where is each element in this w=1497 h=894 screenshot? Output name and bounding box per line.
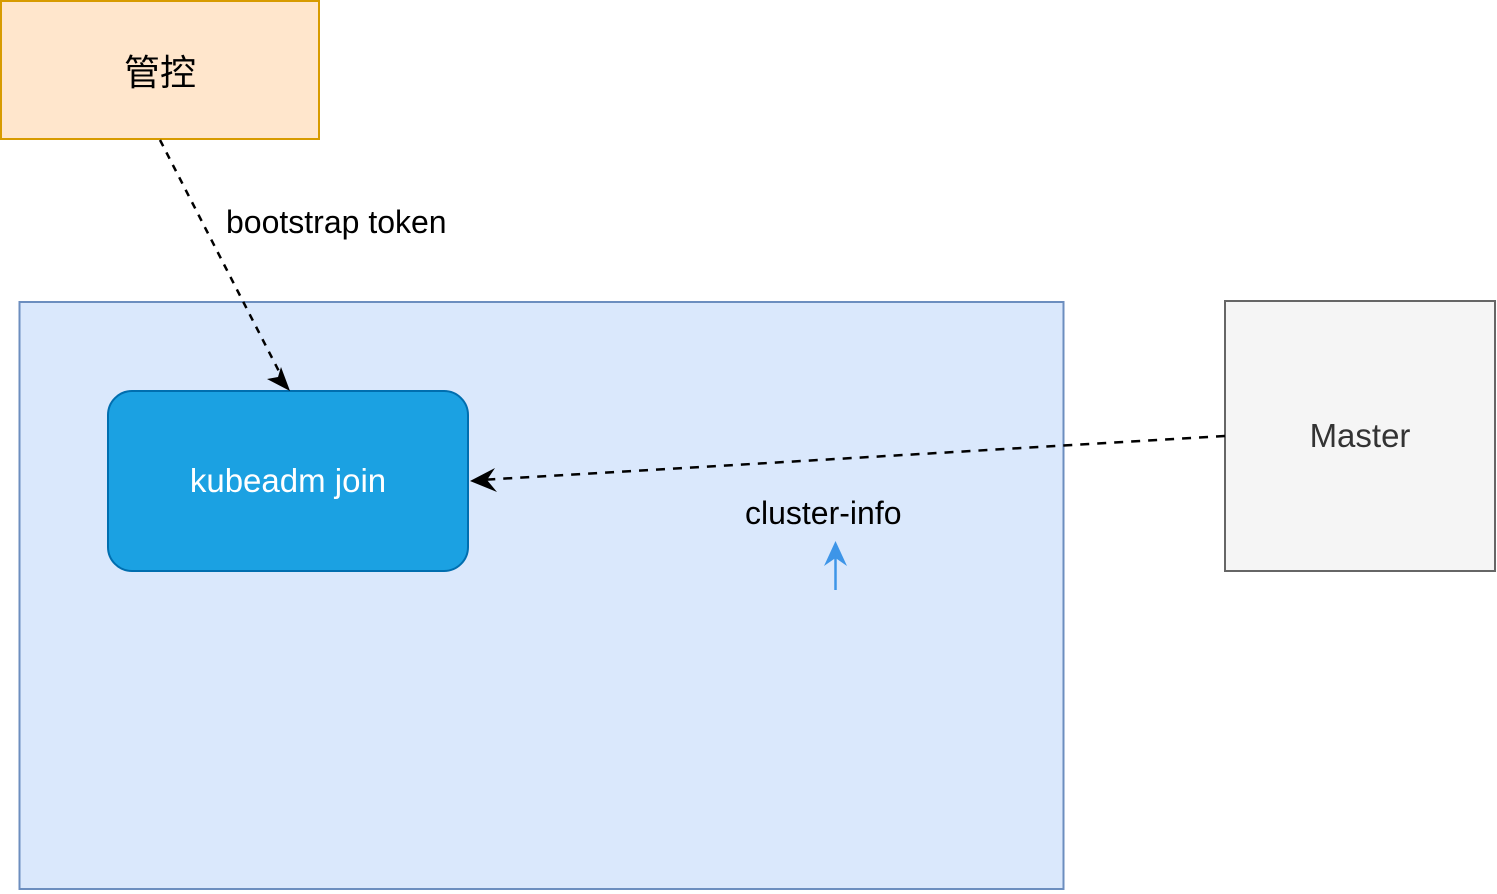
master-node-label: Master (1309, 417, 1411, 454)
bootstrap-token-edge-label: bootstrap token (226, 203, 447, 240)
bootstrap-token-edge (158, 139, 288, 386)
control-node-box (0, 0, 320, 140)
cluster-info-edge (479, 434, 1226, 482)
cluster-info-edge-label: cluster-info (745, 494, 902, 531)
bootstrap-token-arrowhead (267, 367, 290, 391)
cluster-info-arrowhead (470, 468, 497, 492)
control-node-label: 管控 (123, 52, 196, 93)
kubeadm-join-node-label: kubeadm join (189, 462, 387, 499)
master-node-box (1224, 300, 1496, 572)
up-arrow-icon (824, 541, 847, 590)
kubeadm-join-node-box (107, 390, 469, 572)
